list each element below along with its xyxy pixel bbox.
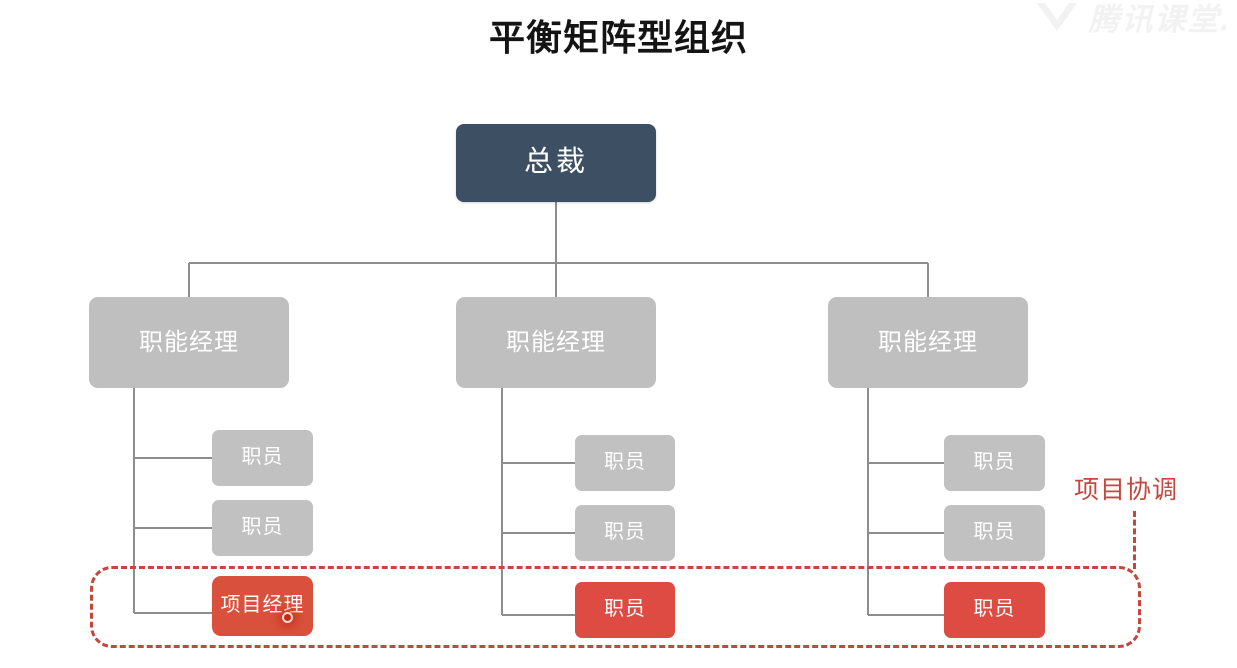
node-staff-c2-r3-highlighted[interactable]: 职员 — [575, 582, 675, 638]
node-project-manager[interactable]: 项目经理 — [212, 576, 313, 636]
node-staff-c1-r1[interactable]: 职员 — [212, 430, 313, 486]
node-staff-c3-r2[interactable]: 职员 — [944, 505, 1045, 561]
page-title: 平衡矩阵型组织 — [488, 17, 748, 58]
project-coordination-leader-line — [1133, 511, 1136, 569]
node-staff-c3-r1[interactable]: 职员 — [944, 435, 1045, 491]
node-president[interactable]: 总裁 — [456, 124, 656, 202]
node-staff-c2-r2[interactable]: 职员 — [575, 505, 675, 561]
cursor-click-indicator-dot — [282, 612, 293, 623]
project-coordination-label: 项目协调 — [1074, 476, 1179, 504]
node-staff-c3-r3-highlighted[interactable]: 职员 — [944, 582, 1045, 638]
project-coordination-region — [90, 566, 1141, 648]
node-functional-manager-2[interactable]: 职能经理 — [456, 297, 656, 388]
node-functional-manager-1[interactable]: 职能经理 — [89, 297, 289, 388]
node-staff-c1-r2[interactable]: 职员 — [212, 500, 313, 556]
node-staff-c2-r1[interactable]: 职员 — [575, 435, 675, 491]
node-functional-manager-3[interactable]: 职能经理 — [828, 297, 1028, 388]
